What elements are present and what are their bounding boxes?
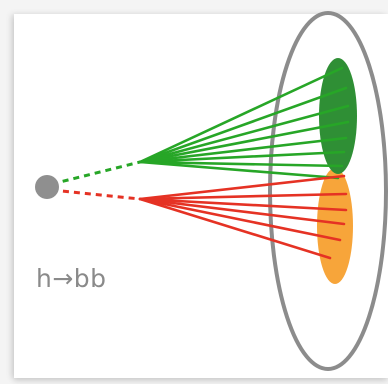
green-dotted-line — [51, 160, 141, 186]
green-particle-tracks — [138, 66, 350, 180]
process-label: h→bb — [36, 264, 107, 293]
higgs-dot — [35, 175, 59, 199]
subjet-orange — [317, 168, 353, 284]
subjet-green — [319, 58, 357, 174]
fat-jet-boundary — [268, 11, 388, 371]
red-particle-tracks — [138, 174, 348, 260]
red-dotted-line — [51, 188, 141, 201]
